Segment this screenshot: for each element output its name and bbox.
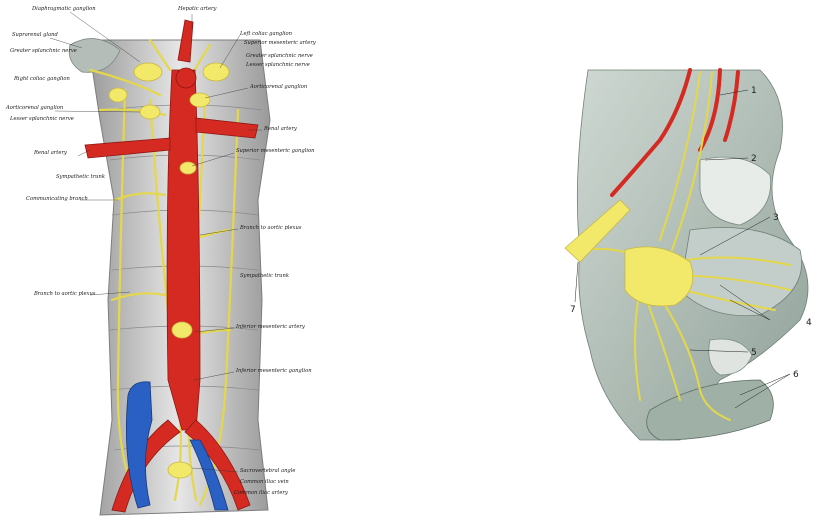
suprarenal-gland xyxy=(68,38,121,73)
label-branch-to-aortic-plexus-left: Branch to aortic plexus xyxy=(33,291,96,297)
renal-artery-right xyxy=(195,117,259,139)
label-greater-splanchnic-nerve-left: Greater splanchnic nerve xyxy=(10,48,77,54)
right-number-labels: 1 2 3 4 5 6 7 xyxy=(570,86,812,380)
label-sympathetic-trunk-left: Sympathetic trunk xyxy=(56,174,105,180)
label-lesser-splanchnic-nerve-right: Lesser splanchnic nerve xyxy=(245,62,310,68)
hepatic-artery xyxy=(177,19,194,63)
abdominal-plexus-figure: Diaphragmatic ganglion Hepatic artery Le… xyxy=(5,6,316,516)
label-superior-mesenteric-ganglion: Superior mesenteric ganglion xyxy=(236,148,314,154)
label-right-coliac-ganglion: Right coliac ganglion xyxy=(13,76,70,82)
label-communicating-branch: Communicating branch xyxy=(26,196,88,202)
prostate xyxy=(708,338,753,376)
common-iliac-vein xyxy=(189,439,229,511)
label-common-iliac-artery: Common iliac artery xyxy=(234,490,288,496)
celiac-trunk xyxy=(175,67,197,89)
label-hepatic-artery: Hepatic artery xyxy=(177,6,217,12)
pelvic-arteries xyxy=(610,68,740,197)
number-4: 4 xyxy=(806,318,812,328)
label-branch-to-aortic-plexus-right: Branch to aortic plexus xyxy=(239,225,302,231)
label-renal-artery-right: Renal artery xyxy=(263,126,297,132)
penis-shaft xyxy=(646,379,774,441)
renal-artery-left xyxy=(84,137,171,159)
label-lesser-splanchnic-nerve-left: Lesser splanchnic nerve xyxy=(9,116,74,122)
bladder xyxy=(699,156,772,226)
vena-cava xyxy=(125,381,229,511)
label-sympathetic-trunk-right: Sympathetic trunk xyxy=(240,273,289,279)
number-1: 1 xyxy=(751,86,757,96)
label-inferior-mesenteric-artery: Inferior mesenteric artery xyxy=(235,324,305,330)
label-greater-splanchnic-nerve-right: Greater splanchnic nerve xyxy=(246,53,313,59)
sacral-nerve-bundle xyxy=(564,199,631,263)
label-superior-mesenteric-artery: Superior mesenteric artery xyxy=(244,40,316,46)
pelvic-plexus-figure: 1 2 3 4 5 6 7 xyxy=(564,68,812,441)
label-aorticorenal-ganglion-left: Aorticorenal ganglion xyxy=(5,105,63,111)
right-leader-lines xyxy=(574,89,791,409)
left-leader-lines xyxy=(49,11,262,473)
label-sacrovertebral-angle: Sacrovertebral angle xyxy=(240,468,295,474)
label-aorticorenal-ganglion-right: Aorticorenal ganglion xyxy=(249,84,307,90)
label-renal-artery-left: Renal artery xyxy=(33,150,67,156)
number-5: 5 xyxy=(751,348,757,358)
label-inferior-mesenteric-ganglion: Inferior mesenteric ganglion xyxy=(235,368,312,374)
number-3: 3 xyxy=(773,213,779,223)
number-2: 2 xyxy=(751,154,757,164)
label-suprarenal-gland: Suprarenal gland xyxy=(12,32,58,38)
left-labels: Diaphragmatic ganglion Hepatic artery Le… xyxy=(5,6,316,496)
label-diaphragmatic-ganglion: Diaphragmatic ganglion xyxy=(31,6,96,12)
number-6: 6 xyxy=(793,370,799,380)
label-left-coliac-ganglion: Left coliac ganglion xyxy=(239,31,292,37)
ganglia xyxy=(108,62,230,479)
number-7: 7 xyxy=(570,305,576,315)
label-common-iliac-vein: Common iliac vein xyxy=(240,479,289,485)
pelvic-plexus-mass xyxy=(624,246,694,307)
